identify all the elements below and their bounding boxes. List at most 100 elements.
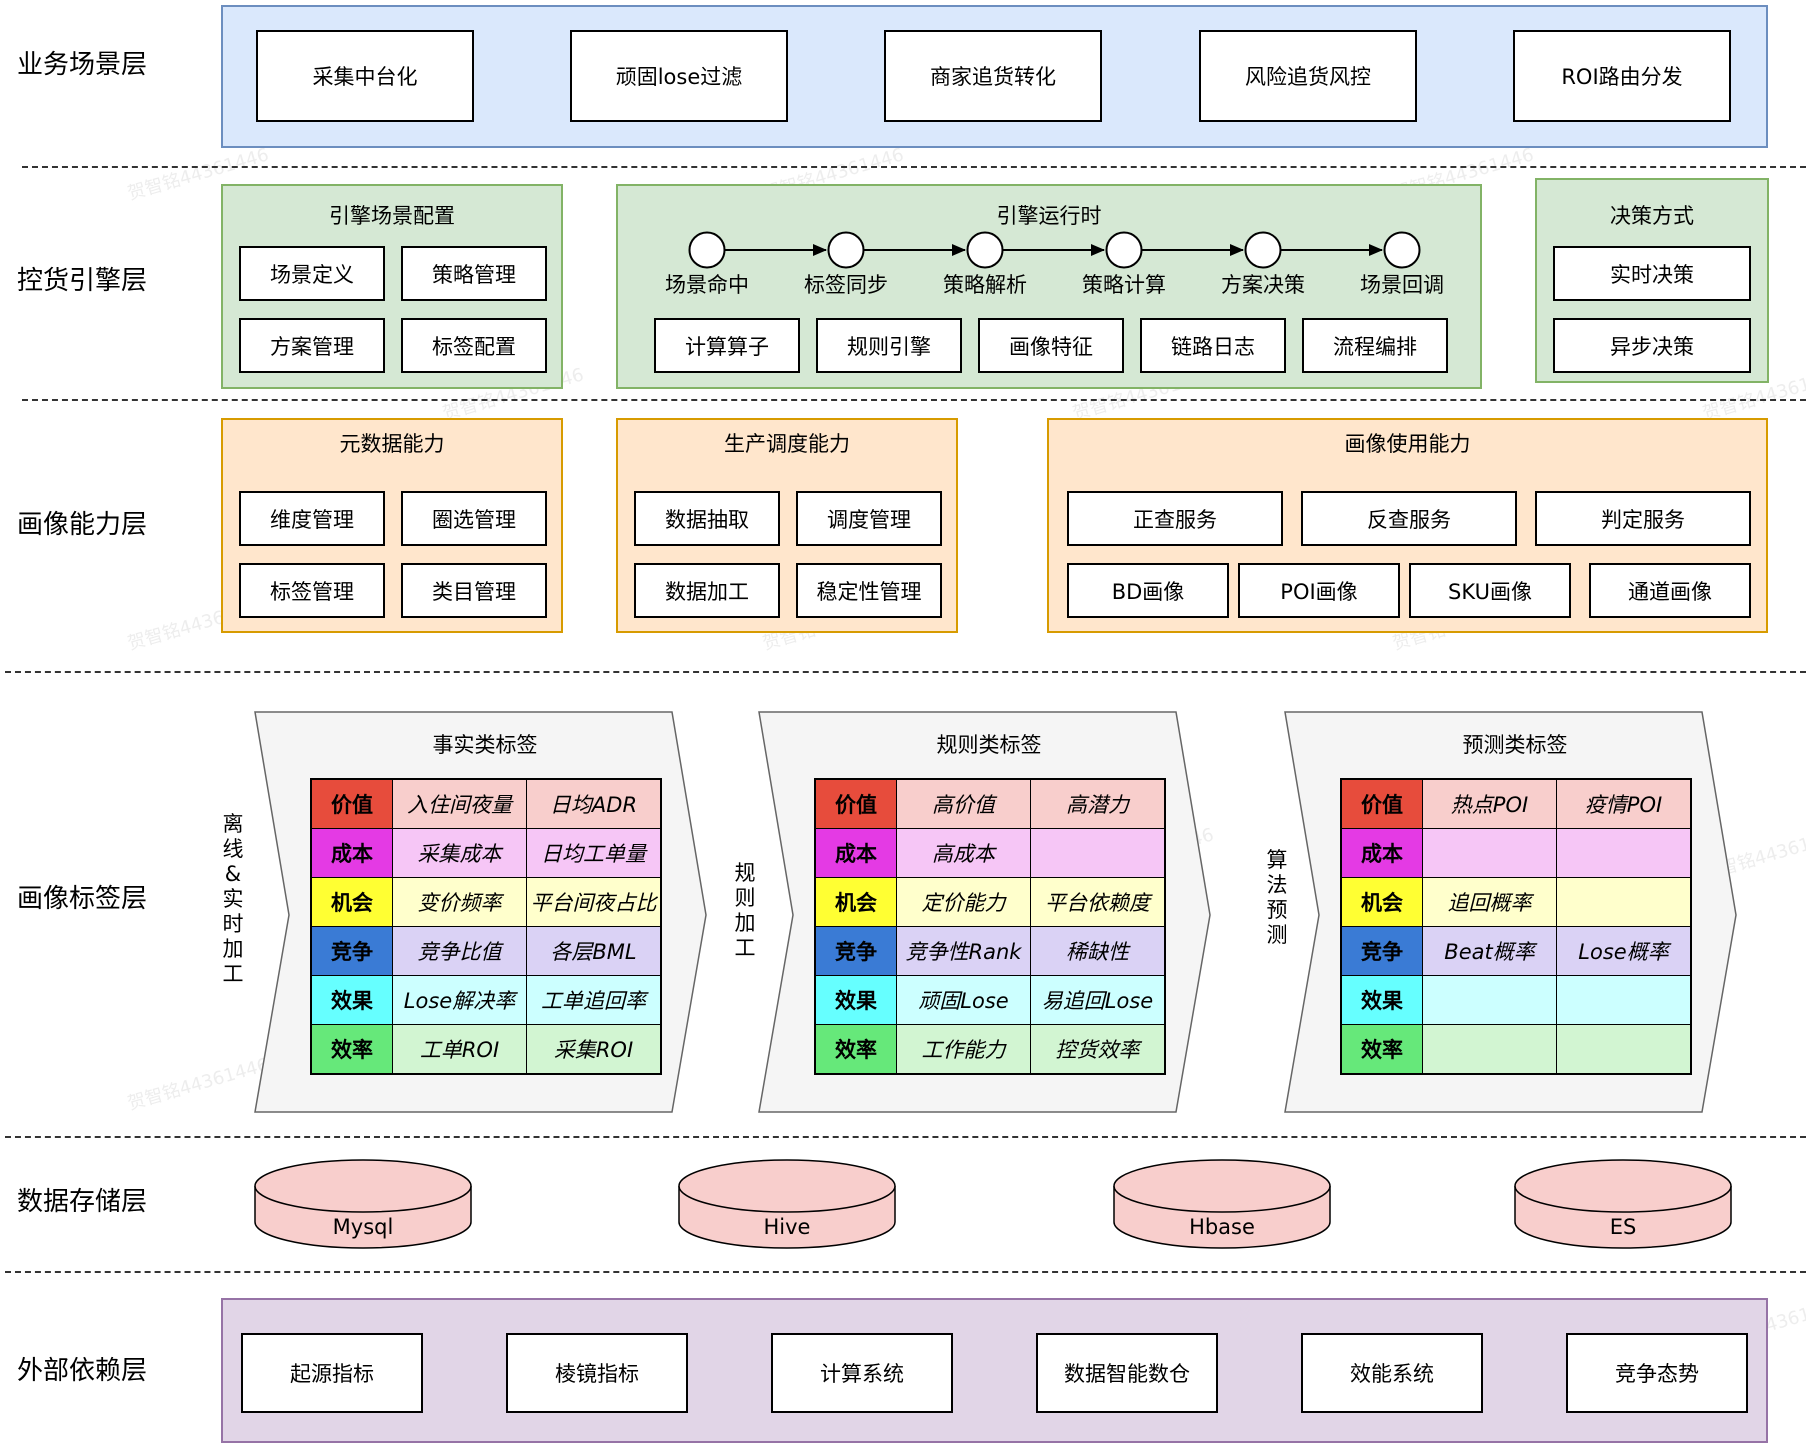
tag-category-cell: 效率 (1340, 1024, 1423, 1075)
tag-value-cell: Lose解决率 (392, 975, 527, 1025)
business-box: 顽固lose过滤 (570, 30, 788, 122)
capability-item: BD画像 (1067, 563, 1229, 618)
external-box: 起源指标 (241, 1333, 423, 1413)
external-box: 棱镜指标 (506, 1333, 688, 1413)
capability-item: 类目管理 (401, 563, 547, 618)
tag-category-cell: 效率 (310, 1024, 393, 1075)
tag-value-cell: 高潜力 (1030, 778, 1166, 829)
tag-value-cell: Lose概率 (1556, 926, 1692, 976)
tag-row: 机会定价能力平台依赖度 (814, 877, 1166, 927)
tag-row: 价值高价值高潜力 (814, 778, 1166, 829)
flow-node-label: 场景命中 (665, 273, 749, 297)
capability-item: 标签管理 (239, 563, 385, 618)
flow-node-label: 标签同步 (804, 273, 888, 297)
tag-category-cell: 价值 (1340, 778, 1423, 829)
capability-item: 通道画像 (1589, 563, 1751, 618)
tag-value-cell: Beat概率 (1422, 926, 1557, 976)
tag-value-cell: 日均工单量 (526, 828, 662, 878)
tag-row: 效果 (1340, 975, 1692, 1025)
tag-category-cell: 成本 (1340, 828, 1423, 878)
tag-value-cell: 工作能力 (896, 1024, 1031, 1075)
tag-table-title: 事实类标签 (432, 733, 538, 757)
tag-value-cell (1556, 877, 1692, 927)
process-label-algorithm: 算法预测 (1262, 848, 1292, 948)
flow-node-label: 策略解析 (943, 273, 1027, 297)
runtime-component: 计算算子 (654, 318, 800, 373)
process-text: 离线&实时加工 (222, 812, 244, 986)
tag-row: 价值入住间夜量日均ADR (310, 778, 662, 829)
capability-item: POI画像 (1238, 563, 1400, 618)
separator-line (22, 399, 1806, 401)
tag-value-cell (1556, 975, 1692, 1025)
flow-node-circle (1244, 231, 1282, 269)
tag-value-cell: 采集ROI (526, 1024, 662, 1075)
separator-line (5, 1271, 1806, 1273)
tag-row: 成本采集成本日均工单量 (310, 828, 662, 878)
tag-value-cell: 各层BML (526, 926, 662, 976)
runtime-component: 链路日志 (1140, 318, 1286, 373)
process-text: 算法预测 (1266, 848, 1288, 947)
tag-value-cell (1556, 1024, 1692, 1075)
runtime-component: 画像特征 (978, 318, 1124, 373)
runtime-component: 规则引擎 (816, 318, 962, 373)
tag-value-cell: 高成本 (896, 828, 1031, 878)
engine-config-item: 标签配置 (401, 318, 547, 373)
flow-node-circle (966, 231, 1004, 269)
hive-cylinder (678, 1159, 896, 1249)
engine-config-item: 场景定义 (239, 246, 385, 301)
tag-row: 机会变价频率平台间夜占比 (310, 877, 662, 927)
layer-label-tags: 画像标签层 (17, 884, 148, 914)
external-box: 效能系统 (1301, 1333, 1483, 1413)
es-cylinder (1514, 1159, 1732, 1249)
runtime-flow-graph (688, 231, 1421, 269)
tag-row: 竞争竞争比值各层BML (310, 926, 662, 976)
flow-node-circle (827, 231, 865, 269)
tag-row: 机会追回概率 (1340, 877, 1692, 927)
layer-label-capability: 画像能力层 (17, 510, 148, 540)
business-box: 风险追货风控 (1199, 30, 1417, 122)
layer-label-engine: 控货引擎层 (17, 266, 148, 296)
tag-table-title: 预测类标签 (1462, 733, 1568, 757)
engine-config-item: 方案管理 (239, 318, 385, 373)
tag-category-cell: 竞争 (310, 926, 393, 976)
tag-value-cell: 采集成本 (392, 828, 527, 878)
capability-item: 判定服务 (1535, 491, 1751, 546)
business-box: 采集中台化 (256, 30, 474, 122)
process-text: 规则加工 (734, 861, 756, 960)
hbase-cylinder (1113, 1159, 1331, 1249)
flow-node-circle (688, 231, 726, 269)
storage-label: ES (1609, 1215, 1637, 1239)
tag-category-cell: 效果 (310, 975, 393, 1025)
storage-label: Hive (763, 1215, 811, 1239)
tag-row: 效率工作能力控货效率 (814, 1024, 1166, 1075)
separator-line (5, 671, 1806, 673)
runtime-component: 流程编排 (1302, 318, 1448, 373)
tag-value-cell: 稀缺性 (1030, 926, 1166, 976)
panel-title: 引擎运行时 (996, 204, 1102, 228)
tag-value-cell: 日均ADR (526, 778, 662, 829)
decision-panel: 决策方式 实时决策 异步决策 (1535, 178, 1769, 383)
tag-table-title: 规则类标签 (936, 733, 1042, 757)
decision-item: 实时决策 (1553, 246, 1751, 301)
layer-label-storage: 数据存储层 (17, 1187, 148, 1217)
tag-row: 成本 (1340, 828, 1692, 878)
external-box: 数据智能数仓 (1036, 1333, 1218, 1413)
tag-value-cell: 控货效率 (1030, 1024, 1166, 1075)
tag-value-cell: 易追回Lose (1030, 975, 1166, 1025)
business-box: 商家追货转化 (884, 30, 1102, 122)
tag-value-cell: 平台依赖度 (1030, 877, 1166, 927)
tag-value-cell (1422, 1024, 1557, 1075)
decision-item: 异步决策 (1553, 318, 1751, 373)
tag-value-cell: 定价能力 (896, 877, 1031, 927)
tag-value-cell: 变价频率 (392, 877, 527, 927)
external-layer-panel: 起源指标 棱镜指标 计算系统 数据智能数仓 效能系统 竞争态势 (221, 1298, 1768, 1443)
capability-item: 维度管理 (239, 491, 385, 546)
panel-title: 生产调度能力 (724, 432, 850, 456)
external-box: 竞争态势 (1566, 1333, 1748, 1413)
